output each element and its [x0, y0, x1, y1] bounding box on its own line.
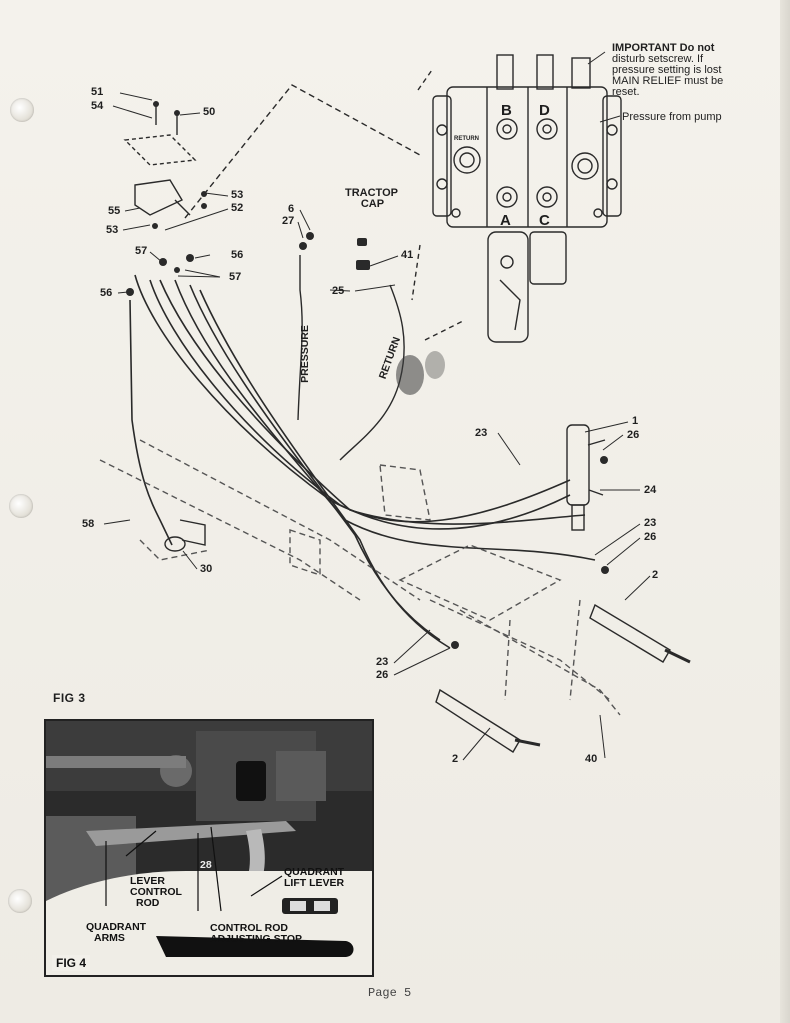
part-number: 50: [203, 106, 216, 118]
part-number: 26: [644, 531, 657, 543]
valve-port-c: C: [539, 212, 550, 229]
part-number: 53: [106, 224, 119, 236]
fig4-label: FIG 4: [52, 955, 91, 971]
tractor-cap-line: TRACTOP: [345, 187, 398, 199]
tractor-photo-drawing: [46, 721, 372, 975]
part-number: 23: [376, 656, 389, 668]
part-number: 23: [644, 517, 657, 529]
important-note: IMPORTANT Do not disturb setscrew. If pr…: [612, 43, 723, 98]
valve-return-label: RETURN: [454, 136, 479, 142]
part-number: 52: [231, 202, 244, 214]
callout-line: ROD: [136, 897, 160, 909]
fig3-label: FIG 3: [53, 691, 86, 705]
tractor-cap-line: CAP: [360, 198, 385, 210]
page-number: Page 5: [368, 986, 412, 1000]
lever-control-rod-callout: LEVER CONTROL ROD: [130, 876, 182, 909]
remote-cylinder-drawing: [435, 603, 691, 753]
pressure-hose-label: PRESSURE: [298, 325, 311, 383]
part-number: 55: [108, 205, 121, 217]
part-number: 57: [135, 245, 148, 257]
part-number: 53: [231, 189, 244, 201]
part-number: 56: [231, 249, 244, 261]
part-number: 23: [475, 427, 488, 439]
part-number: 56: [100, 287, 113, 299]
punch-hole: [9, 494, 33, 518]
part-number: 27: [282, 215, 295, 227]
punch-hole: [8, 889, 32, 913]
part-number: 40: [585, 753, 598, 765]
page-edge: [780, 0, 790, 1023]
callout-line: ARMS: [94, 932, 125, 944]
part-number: 30: [200, 563, 213, 575]
valve-port-a: A: [500, 212, 511, 229]
part-number: 57: [229, 271, 242, 283]
hose-bundle-drawing: [129, 274, 596, 649]
valve-port-b: B: [501, 102, 512, 119]
callout-line: LIFT LEVER: [284, 877, 345, 889]
part-number: 2: [652, 569, 659, 581]
callout-line: CONTROL: [130, 886, 182, 898]
part-number: 26: [376, 669, 389, 681]
tractor-cap-label: TRACTOP CAP: [345, 188, 398, 210]
part-number: 26: [627, 429, 640, 441]
lift-cylinder-drawing: [566, 424, 606, 531]
important-note-line: pressure setting is lost: [612, 64, 722, 76]
important-note-line: reset.: [612, 86, 640, 98]
part-number: 58: [82, 518, 95, 530]
important-note-line: disturb setscrew. If: [612, 53, 704, 65]
callout-28: 28: [200, 859, 212, 871]
quadrant-lift-lever-callout: QUADRANT LIFT LEVER: [284, 867, 344, 889]
part-number: 1: [632, 415, 639, 427]
punch-hole: [10, 98, 34, 122]
part-number: 51: [91, 86, 104, 98]
part-number: 2: [452, 753, 459, 765]
quadrant-arms-callout: QUADRANT ARMS: [86, 922, 146, 944]
control-valve-drawing: [432, 54, 622, 343]
part-number: 24: [644, 484, 657, 496]
part-number: 25: [332, 285, 345, 297]
part-number: 6: [288, 203, 295, 215]
important-note-line: MAIN RELIEF must be: [612, 75, 724, 87]
important-note-line: IMPORTANT Do not: [612, 42, 715, 54]
callout-line: CONTROL ROD: [210, 922, 288, 934]
part-number: 54: [91, 100, 104, 112]
valve-port-d: D: [539, 102, 550, 119]
pressure-from-pump-label: Pressure from pump: [622, 111, 722, 123]
part-number: 41: [401, 249, 414, 261]
callout-line: QUADRANT: [284, 866, 345, 878]
callout-line: ADJUSTING STOP: [210, 933, 302, 945]
callout-line: LEVER: [130, 875, 166, 887]
callout-line: QUADRANT: [86, 921, 147, 933]
fig4-photo: 28 QUADRANT LIFT LEVER LEVER CONTROL ROD…: [44, 719, 374, 977]
lever-bracket-drawing: [123, 104, 197, 216]
control-rod-adjusting-stop-callout: CONTROL ROD ADJUSTING STOP: [210, 923, 302, 945]
